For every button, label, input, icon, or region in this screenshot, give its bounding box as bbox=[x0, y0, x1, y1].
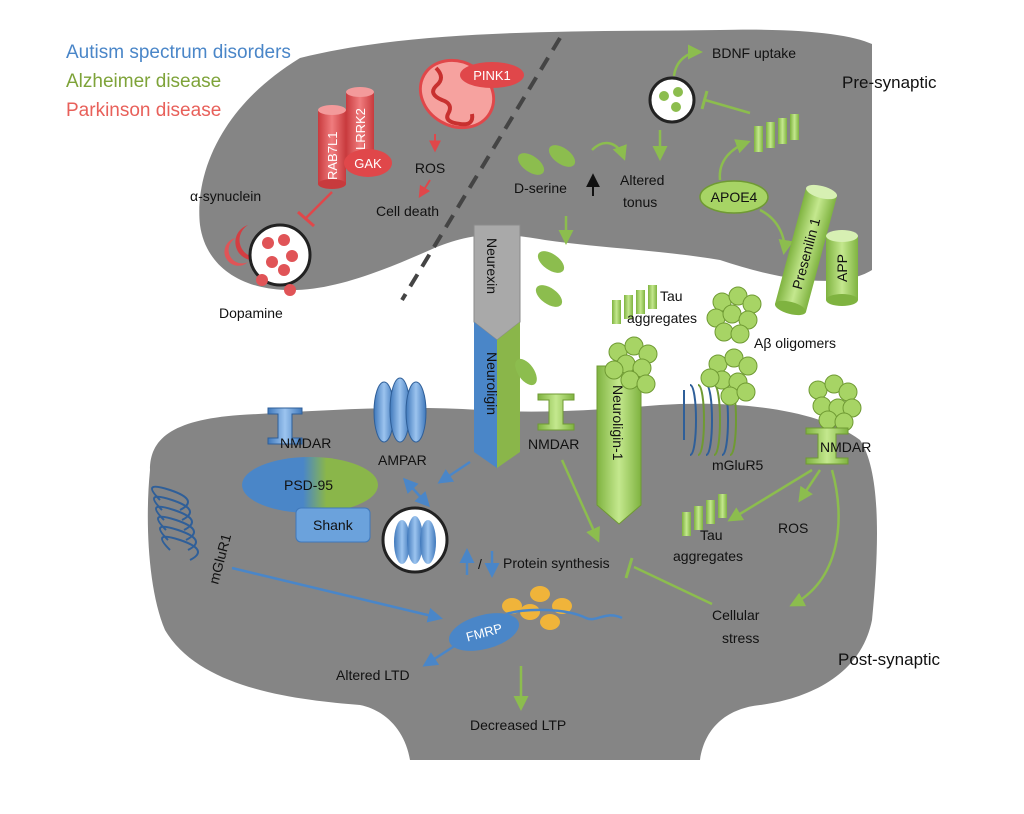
legend-autism: Autism spectrum disorders bbox=[66, 42, 291, 63]
dserine-blob-3 bbox=[537, 251, 565, 273]
psd95-label: PSD-95 bbox=[284, 477, 333, 493]
ros-pre-label: ROS bbox=[415, 160, 445, 176]
protein-synthesis-label: Protein synthesis bbox=[503, 555, 610, 571]
altered-tonus-label-1: Altered bbox=[620, 172, 664, 188]
cell-death-label: Cell death bbox=[376, 203, 439, 219]
arrow-nmdar-protein bbox=[560, 459, 600, 543]
tau-post-label-1: Tau bbox=[700, 527, 723, 543]
inhibit-stress-protein bbox=[633, 565, 713, 606]
nmdar-right-label: NMDAR bbox=[820, 439, 871, 455]
rab7l1-cylinder: RAB7L1 bbox=[318, 105, 346, 189]
arrow-apoe4-tau bbox=[718, 139, 751, 181]
cellular-stress-label-2: stress bbox=[722, 630, 759, 646]
shank-block bbox=[295, 507, 371, 543]
dserine-blob-4 bbox=[535, 285, 563, 307]
arrow-ampar-vesicle bbox=[402, 477, 431, 508]
neuroligin-bar: Neuroligin bbox=[474, 322, 520, 468]
arrow-mglur1-fmrp bbox=[231, 566, 443, 623]
arrow-apoe4-presenilin bbox=[759, 208, 794, 255]
arrow-nmdar-stress bbox=[789, 469, 840, 607]
neuroligin1-bar: Neuroligin-1 bbox=[596, 365, 642, 525]
dopamine-vesicle bbox=[248, 223, 312, 296]
abeta-on-nmdar-right bbox=[808, 374, 862, 432]
pre-synaptic-label: Pre-synaptic bbox=[842, 73, 937, 92]
post-synaptic-label: Post-synaptic bbox=[838, 650, 941, 669]
neurexin-bar: Neurexin bbox=[473, 224, 521, 341]
lrrk2-label: LRRK2 bbox=[353, 108, 368, 150]
legend-parkinson: Parkinson disease bbox=[66, 100, 221, 121]
arrow-neuroligin-vesicle bbox=[437, 460, 471, 484]
app-label: APP bbox=[834, 254, 850, 282]
ampar-receptor bbox=[373, 377, 427, 443]
abeta-on-mglur5 bbox=[700, 348, 758, 406]
ampar-label: AMPAR bbox=[378, 452, 427, 468]
shank-label: Shank bbox=[313, 517, 354, 533]
arrow-nmdar-tau bbox=[727, 468, 813, 522]
apoe4-badge: APOE4 bbox=[699, 180, 769, 214]
rab7l1-label: RAB7L1 bbox=[325, 132, 340, 180]
inhibit-bdnf bbox=[704, 98, 751, 115]
abeta-on-neuroligin bbox=[604, 336, 658, 394]
dserine-label: D-serine bbox=[514, 180, 567, 196]
nmdar-left-receptor bbox=[267, 407, 303, 445]
dopamine-label: Dopamine bbox=[219, 305, 283, 321]
inhibit-bar-rab7l1 bbox=[297, 210, 315, 228]
pink1-label: PINK1 bbox=[473, 68, 511, 83]
neuroligin1-label: Neuroligin-1 bbox=[610, 385, 626, 461]
tau-pre-label-1: Tau bbox=[660, 288, 683, 304]
decreased-ltp-label: Decreased LTP bbox=[470, 717, 566, 733]
arrow-dserine-tonus bbox=[591, 141, 627, 161]
bdnf-uptake-label: BDNF uptake bbox=[712, 45, 796, 61]
fmrp-badge: FMRP bbox=[448, 613, 520, 651]
mglur1-receptor bbox=[151, 485, 199, 561]
neurexin-label: Neurexin bbox=[484, 238, 500, 294]
altered-ltd-label: Altered LTD bbox=[336, 667, 410, 683]
psd95-block bbox=[242, 457, 378, 513]
altered-tonus-label-2: tonus bbox=[623, 194, 657, 210]
abeta-label: Aβ oligomers bbox=[754, 335, 836, 351]
apoe4-label: APOE4 bbox=[711, 189, 758, 205]
neuroligin-label: Neuroligin bbox=[484, 352, 500, 415]
legend-alzheimer: Alzheimer disease bbox=[66, 71, 221, 92]
ampar-vesicle bbox=[381, 506, 449, 574]
app-cylinder: APP bbox=[826, 230, 858, 306]
alpha-synuclein-icon-2 bbox=[224, 238, 248, 266]
inhibit-bar-stress bbox=[624, 557, 634, 579]
protein-slash: / bbox=[478, 556, 482, 572]
nmdar-mid-label: NMDAR bbox=[528, 436, 579, 452]
alpha-synuclein-label: α-synuclein bbox=[190, 188, 261, 204]
tau-post-cluster bbox=[682, 494, 727, 536]
tau-pre-cluster bbox=[754, 114, 799, 152]
nmdar-right-receptor bbox=[805, 427, 849, 465]
separator-line bbox=[400, 36, 562, 302]
alpha-synuclein-icon bbox=[235, 225, 266, 261]
arrow-fmrp-ltd bbox=[422, 643, 457, 667]
dserine-blob-2 bbox=[548, 145, 576, 167]
pink1-badge: PINK1 bbox=[460, 62, 524, 88]
dserine-blob-1 bbox=[517, 153, 545, 175]
arrow-nmdar-ros bbox=[798, 469, 822, 503]
inhibit-bar-bdnf bbox=[700, 90, 709, 110]
tau-extracellular-cluster bbox=[612, 285, 657, 324]
inhibit-rab7l1 bbox=[305, 191, 333, 219]
ros-post-label: ROS bbox=[778, 520, 808, 536]
abeta-oligomer-icon bbox=[706, 286, 762, 344]
mrna-strand bbox=[505, 608, 623, 621]
cellular-stress-label-1: Cellular bbox=[712, 607, 760, 623]
nmdar-left-label: NMDAR bbox=[280, 435, 331, 451]
arrow-bdnf-uptake bbox=[672, 44, 703, 77]
tau-post-label-2: aggregates bbox=[673, 548, 743, 564]
tau-pre-label-2: aggregates bbox=[627, 310, 697, 326]
dserine-blob-5 bbox=[515, 358, 537, 386]
arrow-ros-celldeath bbox=[418, 179, 431, 199]
gak-label: GAK bbox=[354, 156, 382, 171]
gak-badge: GAK bbox=[344, 149, 392, 177]
bdnf-vesicle bbox=[648, 76, 696, 124]
mglur5-label: mGluR5 bbox=[712, 457, 764, 473]
nmdar-mid-receptor bbox=[537, 393, 575, 431]
